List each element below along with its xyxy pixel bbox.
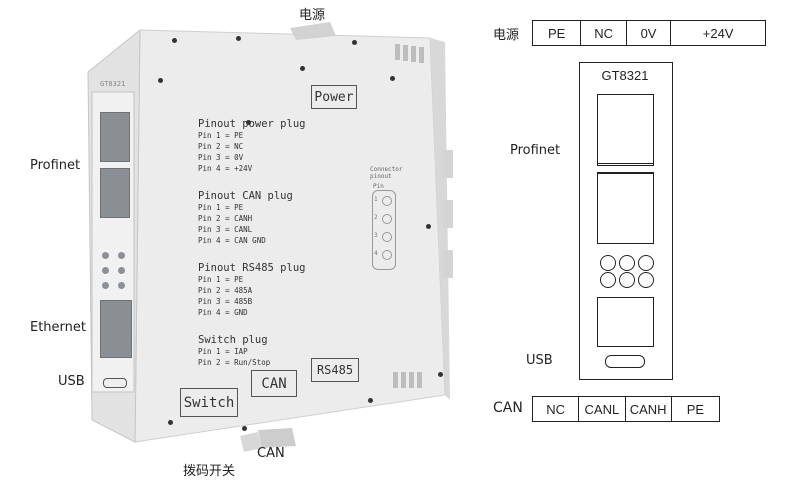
diagram-profinet-label: Profinet xyxy=(510,143,561,158)
screw-dot xyxy=(426,224,431,229)
power-pin-cell: NC xyxy=(581,21,627,45)
pinout-switch-line: Pin 2 = Run/Stop xyxy=(198,358,271,367)
pinout-rs485-line: Pin 4 = GND xyxy=(198,308,248,317)
label-usb: USB xyxy=(58,374,85,389)
connector-pin-num: 2 xyxy=(374,214,378,221)
connector-label: Connector xyxy=(370,166,403,173)
can-pin-cell: PE xyxy=(686,401,705,417)
can-pin-cell: CANL xyxy=(579,397,626,421)
pinout-switch-title: Switch plug xyxy=(198,334,268,346)
power-pin-cell: 0V xyxy=(627,21,672,45)
led-circle xyxy=(638,272,654,288)
pinout-power-title: Pinout power plug xyxy=(198,118,306,130)
can-pin-cell: NC xyxy=(533,397,580,421)
led-indicator xyxy=(102,282,109,289)
screw-dot xyxy=(390,76,395,81)
screw-dot xyxy=(352,40,357,45)
pinout-diagram: 电源 PE NC 0V +24V GT8321 Profinet USB CAN… xyxy=(480,0,802,487)
pinout-can-line: Pin 2 = CANH xyxy=(198,214,253,223)
label-power-cn: 电源 xyxy=(299,8,326,23)
screw-dot xyxy=(158,78,163,83)
connector-pin-num: 1 xyxy=(374,196,378,203)
pinout-rs485-title: Pinout RS485 plug xyxy=(198,262,306,274)
usb-port-outline xyxy=(605,355,645,368)
pinout-can-line: Pin 1 = PE xyxy=(198,203,244,212)
power-stencil-box: Power xyxy=(311,85,357,109)
connector-label: pinout xyxy=(370,173,392,180)
pinout-can-title: Pinout CAN plug xyxy=(198,190,293,202)
connector-hole xyxy=(382,214,392,224)
led-indicator xyxy=(102,252,109,259)
screw-dot xyxy=(300,66,305,71)
connector-graphic xyxy=(372,190,396,270)
profinet-port-1 xyxy=(100,112,130,162)
power-pin-row: PE NC 0V +24V xyxy=(532,20,766,46)
device-illustration: GT8321 Power CAN RS485 Switch Pinout pow… xyxy=(30,8,453,479)
screw-dot xyxy=(438,372,443,377)
pinout-can-line: Pin 3 = CANL xyxy=(198,225,253,234)
screw-dot xyxy=(246,120,251,125)
front-model-tag: GT8321 xyxy=(100,80,126,88)
profinet-port-2 xyxy=(100,168,130,218)
label-ethernet: Ethernet xyxy=(30,320,86,335)
connector-pin-num: 3 xyxy=(374,232,378,239)
label-profinet: Profinet xyxy=(30,158,81,173)
connector-pin-num: 4 xyxy=(374,250,378,257)
profinet-port-outline xyxy=(597,172,654,244)
module-model-label: GT8321 xyxy=(601,68,649,83)
pinout-switch-line: Pin 1 = IAP xyxy=(198,347,248,356)
diagram-power-label: 电源 xyxy=(493,28,520,43)
label-can: CAN xyxy=(257,446,285,461)
usb-port xyxy=(103,378,127,388)
pinout-can-line: Pin 4 = CAN GND xyxy=(198,236,266,245)
pinout-rs485-line: Pin 2 = 485A xyxy=(198,286,253,295)
screw-dot xyxy=(368,398,373,403)
label-dip-switch-cn: 拨码开关 xyxy=(183,464,236,479)
led-circle xyxy=(600,272,616,288)
ethernet-port-outline xyxy=(597,297,654,347)
led-circle xyxy=(600,255,616,271)
screw-dot xyxy=(172,38,177,43)
rs485-stencil-box: RS485 xyxy=(311,358,359,382)
pinout-power-line: Pin 4 = +24V xyxy=(198,164,253,173)
profinet-port-outline xyxy=(597,94,654,166)
led-circle xyxy=(619,255,635,271)
can-pin-row: NC CANL CANH PE xyxy=(532,396,720,422)
led-indicator xyxy=(118,282,125,289)
power-pin-cell: PE xyxy=(533,21,582,45)
switch-stencil-box: Switch xyxy=(180,388,238,417)
pinout-rs485-line: Pin 1 = PE xyxy=(198,275,244,284)
pinout-power-line: Pin 1 = PE xyxy=(198,131,244,140)
connector-hole xyxy=(382,250,392,260)
can-stencil-box: CAN xyxy=(251,370,297,397)
connector-hole xyxy=(382,232,392,242)
pinout-power-line: Pin 2 = NC xyxy=(198,142,244,151)
led-indicator xyxy=(102,267,109,274)
pinout-power-line: Pin 3 = 0V xyxy=(198,153,244,162)
screw-dot xyxy=(236,36,241,41)
screw-dot xyxy=(168,420,173,425)
power-pin-cell: +24V xyxy=(702,25,734,41)
module-outline xyxy=(579,62,673,380)
ethernet-port xyxy=(100,300,132,358)
profinet-port-divider xyxy=(597,163,654,174)
led-circle xyxy=(638,255,654,271)
diagram-usb-label: USB xyxy=(526,353,553,368)
screw-dot xyxy=(242,426,247,431)
connector-pin-label: Pin xyxy=(373,183,384,190)
led-circle xyxy=(619,272,635,288)
pinout-rs485-line: Pin 3 = 485B xyxy=(198,297,253,306)
led-indicator xyxy=(118,267,125,274)
diagram-can-label: CAN xyxy=(493,400,523,416)
connector-hole xyxy=(382,196,392,206)
can-pin-cell: CANH xyxy=(626,397,672,421)
led-indicator xyxy=(118,252,125,259)
